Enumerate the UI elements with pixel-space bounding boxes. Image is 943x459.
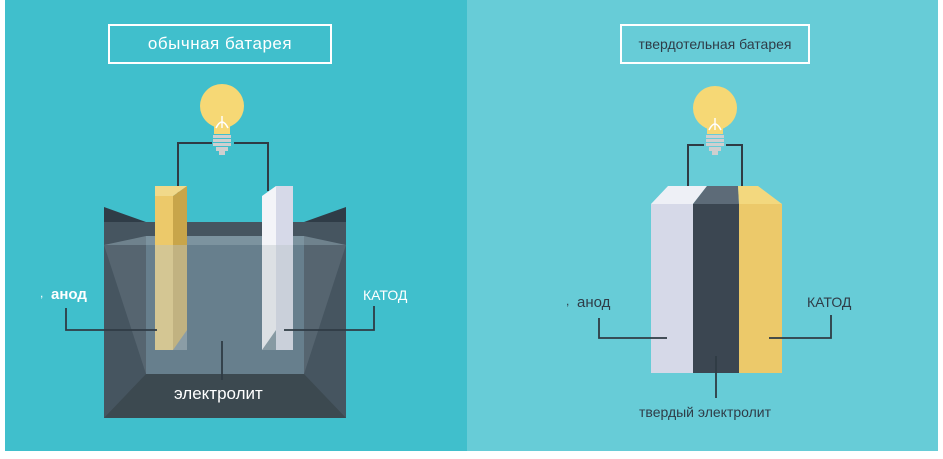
right-leader-lines bbox=[598, 315, 832, 398]
right-cathode-layer bbox=[739, 204, 782, 373]
light-bulb-icon bbox=[693, 86, 737, 155]
right-bulb-wires bbox=[687, 144, 743, 190]
solid-electrolyte-layer bbox=[693, 204, 739, 373]
solid-state-cell bbox=[651, 186, 782, 373]
solid-state-battery-title: твердотельная батарея bbox=[620, 24, 810, 64]
conventional-battery-title: обычная батарея bbox=[108, 24, 332, 64]
right-anode-prefix: , bbox=[566, 294, 570, 308]
right-electrolyte-label: твердый электролит bbox=[639, 404, 772, 420]
right-cathode-label: КАТОД bbox=[807, 294, 852, 310]
right-anode-layer bbox=[651, 204, 693, 373]
left-anode-electrode bbox=[155, 186, 187, 350]
left-cathode-electrode bbox=[262, 186, 293, 350]
left-electrolyte-label: электролит bbox=[174, 384, 263, 403]
left-anode-label: анод bbox=[51, 286, 87, 303]
light-bulb-icon bbox=[200, 84, 244, 155]
left-cathode-label: КАТОД bbox=[363, 287, 408, 303]
left-anode-prefix: , bbox=[40, 286, 44, 300]
right-anode-label: анод bbox=[577, 294, 611, 311]
left-bulb-wires bbox=[177, 142, 269, 196]
left-leader-lines bbox=[65, 306, 375, 380]
